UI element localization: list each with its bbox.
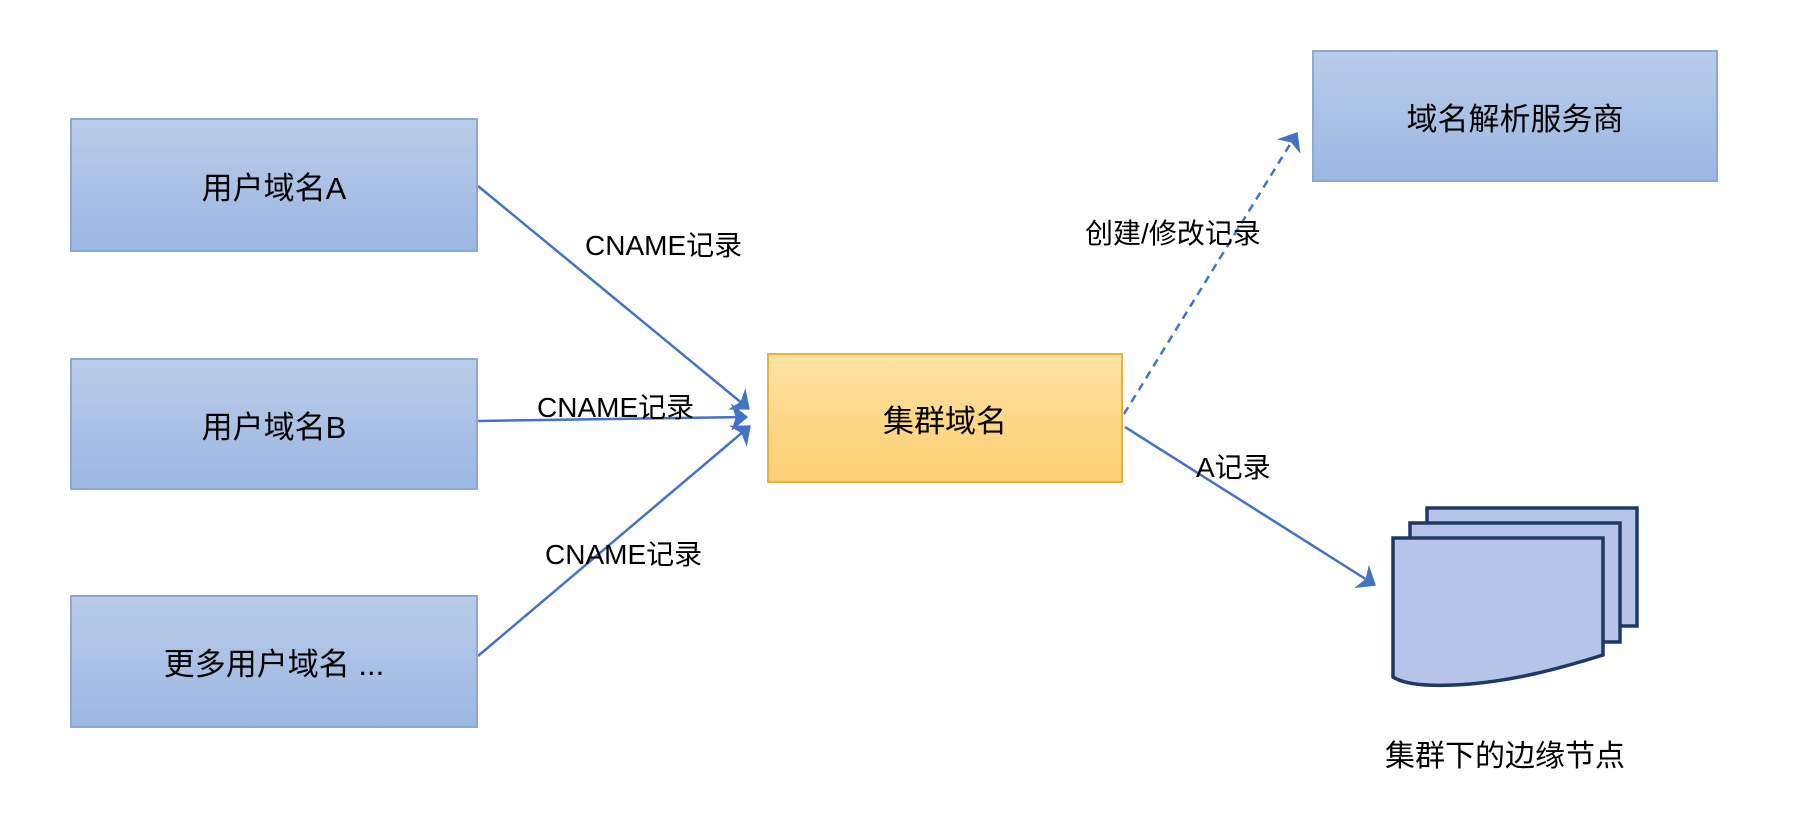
edge-nodes-documents-icon bbox=[1391, 506, 1639, 688]
edge-label-cname-more: CNAME记录 bbox=[545, 539, 703, 570]
node-more-user-domains: 更多用户域名 ... bbox=[70, 595, 478, 728]
document-back bbox=[1425, 506, 1639, 628]
create-modify-arrow bbox=[1122, 132, 1301, 415]
document-middle bbox=[1408, 521, 1622, 644]
node-user-domain-a: 用户域名A bbox=[70, 118, 478, 252]
edge-nodes-caption: 集群下的边缘节点 bbox=[1385, 740, 1625, 773]
node-cluster-domain: 集群域名 bbox=[767, 353, 1123, 483]
node-user-domain-a-label: 用户域名A bbox=[201, 170, 347, 206]
edge-label-a-record: A记录 bbox=[1196, 452, 1271, 483]
document-front bbox=[1391, 536, 1605, 688]
node-dns-provider: 域名解析服务商 bbox=[1312, 50, 1718, 182]
edge-label-cname-b: CNAME记录 bbox=[537, 392, 695, 423]
cname-arrow-a bbox=[477, 185, 750, 410]
edge-label-create-modify: 创建/修改记录 bbox=[1085, 218, 1261, 249]
node-user-domain-b-label: 用户域名B bbox=[201, 409, 347, 445]
node-cluster-domain-label: 集群域名 bbox=[883, 403, 1007, 439]
node-dns-provider-label: 域名解析服务商 bbox=[1406, 101, 1624, 137]
edge-label-cname-a: CNAME记录 bbox=[585, 230, 743, 261]
node-more-user-domains-label: 更多用户域名 ... bbox=[163, 647, 385, 682]
node-user-domain-b: 用户域名B bbox=[70, 358, 478, 490]
